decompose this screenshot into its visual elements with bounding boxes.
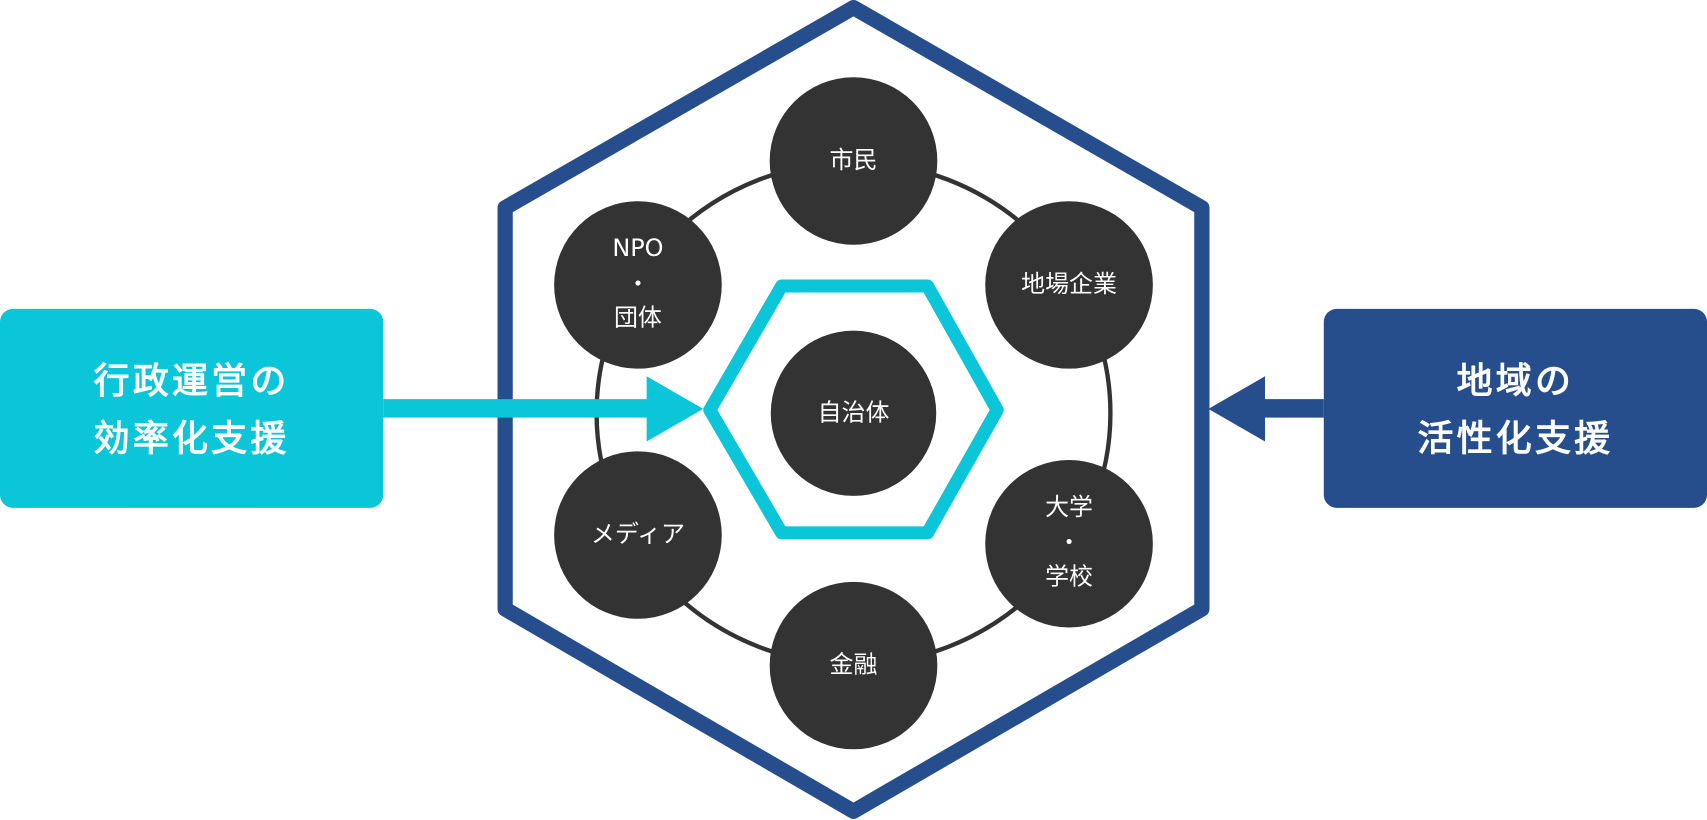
node-university-label: 学校	[1045, 562, 1093, 590]
node-npo	[554, 201, 722, 369]
node-local-business	[985, 201, 1153, 369]
node-media-label: メディア	[591, 520, 685, 548]
node-citizens-label: 市民	[830, 146, 878, 174]
left-box-line-1: 行政運営の	[94, 361, 290, 402]
node-university-label: ・	[1057, 529, 1081, 557]
right-box-line-2: 活性化支援	[1417, 418, 1613, 459]
center-node-label: 自治体	[818, 398, 890, 426]
left-box-line-2: 効率化支援	[94, 418, 290, 459]
node-npo-label: ・	[626, 270, 650, 298]
right-arrow-shaft	[1260, 399, 1324, 418]
left-arrow-head	[646, 376, 704, 442]
node-citizens	[769, 77, 938, 245]
node-media	[554, 451, 722, 619]
outer-hexagon	[497, 0, 1210, 819]
node-local-business-label: 地場企業	[1021, 270, 1117, 298]
node-finance-label: 金融	[830, 651, 878, 679]
right-box	[1323, 308, 1707, 508]
node-university-label: 大学	[1045, 493, 1093, 521]
center-node	[770, 330, 937, 496]
inner-hexagon	[703, 279, 1004, 540]
right-arrow-head	[1208, 376, 1266, 442]
left-arrow-shaft	[383, 399, 652, 418]
node-npo-label: NPO	[612, 234, 663, 262]
left-box	[0, 308, 384, 508]
right-box-line-1: 地域の	[1457, 361, 1575, 402]
node-npo-label: 団体	[614, 304, 662, 332]
node-finance	[769, 581, 938, 750]
node-university	[985, 460, 1153, 628]
